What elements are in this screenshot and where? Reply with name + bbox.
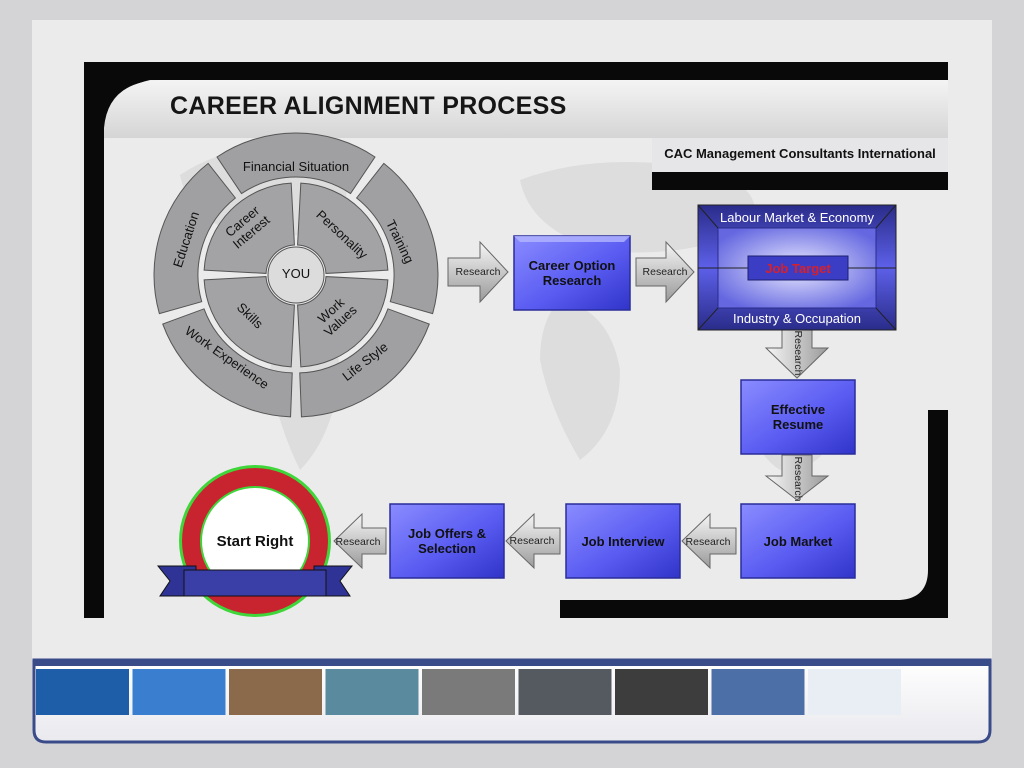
- arrow-7: [333, 512, 387, 570]
- wheel-center-label: YOU: [281, 266, 311, 281]
- career-option-research-box: Career Option Research: [528, 258, 616, 288]
- start-right-badge: [156, 465, 354, 617]
- wheel-inner-segment: [203, 182, 295, 274]
- company-name: CAC Management Consultants International: [664, 146, 936, 161]
- arrow-3: [764, 329, 830, 379]
- frame-left: [84, 62, 150, 618]
- filmstrip-photo: [711, 669, 805, 715]
- filmstrip-photo: [132, 669, 226, 715]
- start-right-label: Start Right: [216, 532, 294, 550]
- company-bar-dark: [652, 172, 948, 190]
- filmstrip-photo: [518, 669, 612, 715]
- wheel-outer-segment: [216, 132, 376, 195]
- filmstrip-photos: [36, 669, 901, 715]
- job-target-label: Job Target: [765, 260, 831, 276]
- wheel-inner-segment: [203, 276, 295, 368]
- labour-market-label: Labour Market & Economy: [720, 209, 874, 225]
- research-label-3: Research: [792, 330, 804, 376]
- filmstrip-photo: [325, 669, 419, 715]
- wheel-outer-segment: [355, 162, 439, 315]
- filmstrip-photo: [422, 669, 515, 715]
- job-interview-box: Job Interview: [581, 533, 665, 549]
- wheel-inner-segment: [297, 182, 389, 274]
- arrow-2: [635, 240, 695, 304]
- wheel-inner-segment: [297, 276, 389, 368]
- wheel-outer-segment: [153, 162, 237, 315]
- job-market-box-shape: [740, 503, 856, 579]
- resume-box-shape: [740, 379, 856, 455]
- job-interview-box-shape: [565, 503, 681, 579]
- arrow-5: [681, 512, 737, 570]
- research-label-7: Research: [335, 536, 381, 548]
- job-offers-box-shape: [389, 503, 505, 579]
- filmstrip-photo: [615, 669, 708, 715]
- research-label-5: Research: [685, 536, 731, 548]
- filmstrip-photo: [808, 669, 901, 715]
- research-label-2: Research: [642, 266, 688, 278]
- frame-top: [84, 62, 948, 80]
- career-wheel: [153, 132, 439, 418]
- research-label-1: Research: [455, 266, 501, 278]
- wheel-outer-segment: [162, 308, 293, 418]
- arrow-6: [505, 512, 561, 570]
- job-market-box: Job Market: [763, 533, 833, 549]
- labour-market-frame: [697, 204, 897, 331]
- company-bar: [652, 138, 948, 172]
- research-label-6: Research: [509, 535, 555, 547]
- wheel-outer-segment: [299, 308, 430, 418]
- effective-resume-box: Effective Resume: [770, 402, 826, 432]
- arrow-4: [764, 454, 830, 501]
- career-option-box-shape: [513, 235, 631, 311]
- wheel-center: [267, 246, 325, 304]
- arrow-1: [447, 240, 509, 304]
- wheel-outer-financial: Financial Situation: [242, 159, 350, 174]
- industry-occupation-label: Industry & Occupation: [733, 310, 861, 326]
- page-title: CAREER ALIGNMENT PROCESS: [170, 92, 567, 120]
- filmstrip-photo: [229, 669, 322, 715]
- job-offers-selection-box: Job Offers & Selection: [407, 526, 486, 556]
- filmstrip-photo: [36, 669, 129, 715]
- research-label-4: Research: [792, 456, 804, 502]
